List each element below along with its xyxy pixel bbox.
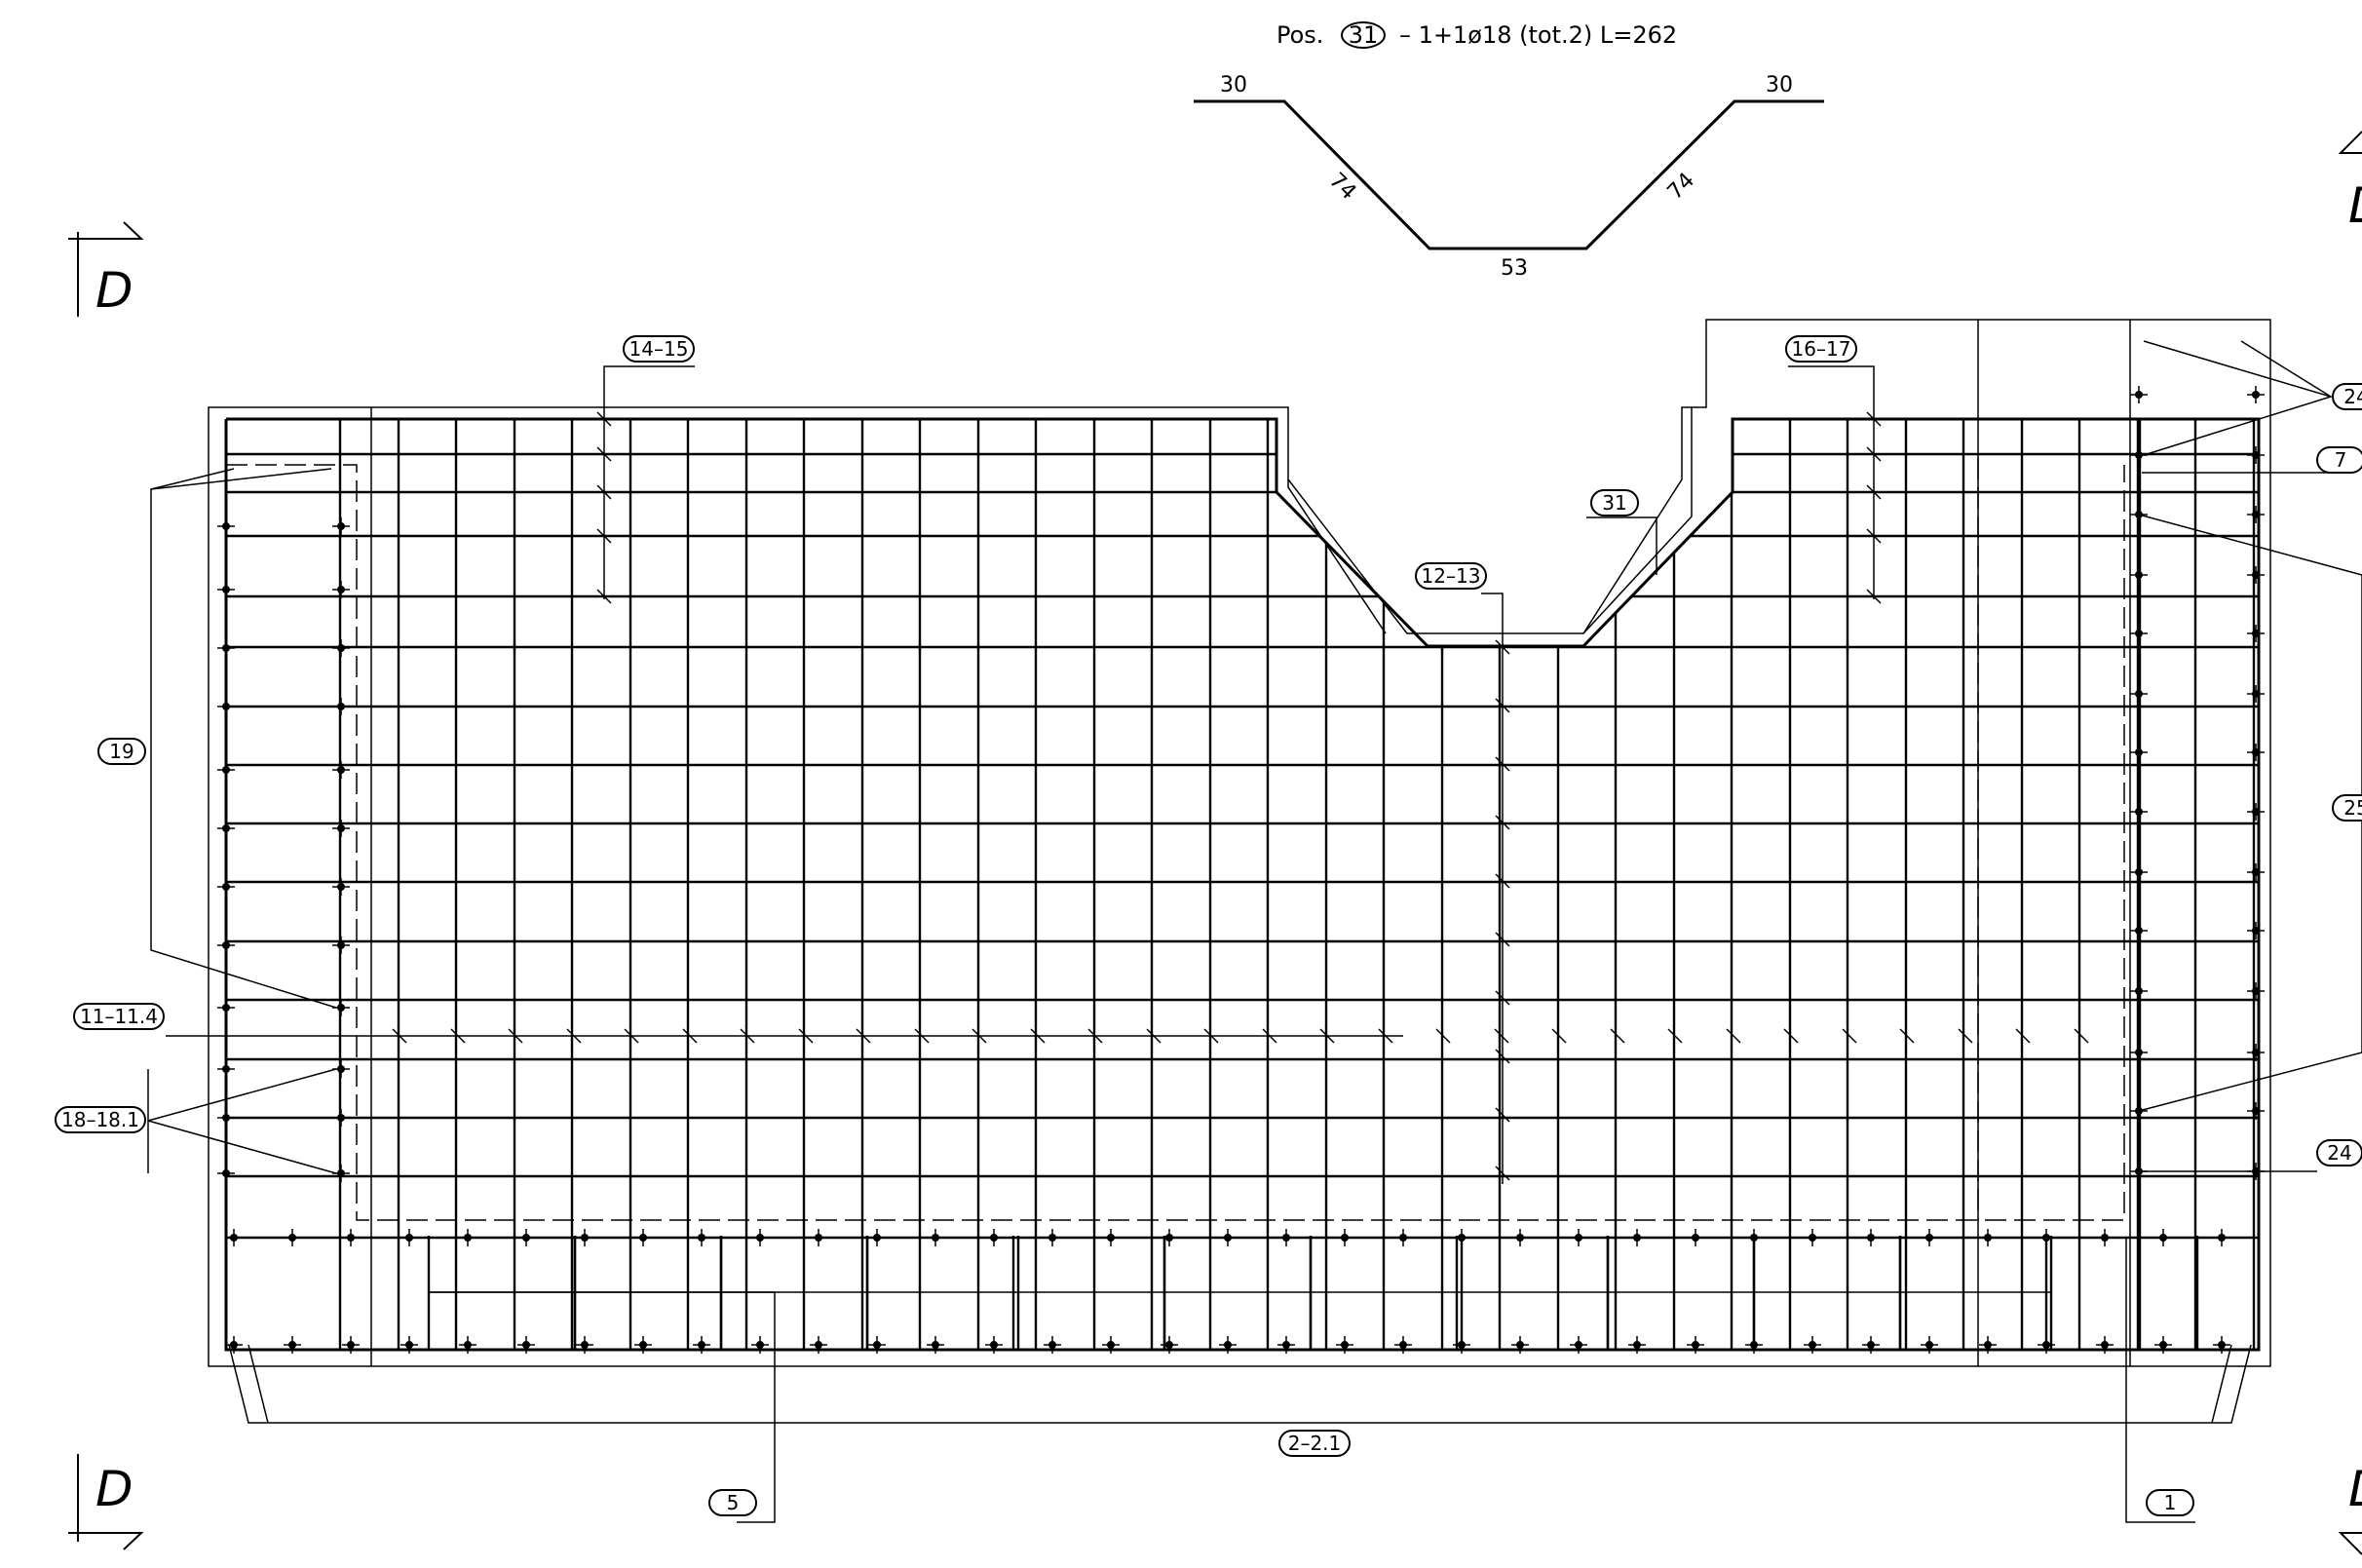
tag-14-15: 14–15 — [629, 337, 689, 361]
callout-24-bottom: 24 — [2316, 1139, 2362, 1166]
tick-11-1779 — [1726, 1028, 1741, 1044]
shape-right-top-dim: 30 — [1766, 73, 1793, 97]
rebar-dots — [217, 386, 2265, 1354]
main-bar-outline — [224, 417, 2261, 1352]
tag-7: 7 — [2335, 448, 2347, 472]
header-mark-bubble — [1341, 21, 1386, 49]
tick-11-1481 — [1435, 1028, 1451, 1044]
section-marker-top-right: D — [2338, 131, 2362, 234]
tag-16-17: 16–17 — [1792, 337, 1851, 361]
tick-11-2076 — [2015, 1028, 2031, 1044]
section-marker-top-left: D — [68, 221, 144, 319]
callout-12-13: 12–13 — [1415, 562, 1487, 590]
callout-16-17: 16–17 — [1785, 335, 1857, 363]
callout-31: 31 — [1590, 489, 1639, 516]
tick-11-2017 — [1958, 1028, 1973, 1044]
section-label-bottom-left: D — [95, 1461, 133, 1517]
tag-25: 25 — [2343, 796, 2362, 820]
tag-12-13: 12–13 — [1422, 564, 1481, 588]
section-label-top-right: D — [2348, 177, 2362, 234]
header-suffix: – 1+1ø18 (tot.2) L=262 — [1399, 21, 1677, 49]
tick-11-1957 — [1899, 1028, 1915, 1044]
position-header: Pos. 31 – 1+1ø18 (tot.2) L=262 — [1276, 21, 1677, 49]
tick-11-1719 — [1667, 1028, 1683, 1044]
tag-2-2-1: 2–2.1 — [1288, 1432, 1342, 1455]
bent-bar-outline — [1194, 99, 1824, 250]
rebar-grid — [224, 417, 2261, 1352]
section-label-bottom-right: D — [2348, 1461, 2362, 1517]
tag-1: 1 — [2164, 1491, 2177, 1514]
callout-14-15: 14–15 — [623, 335, 695, 363]
shape-bottom-dim: 53 — [1501, 256, 1528, 281]
tick-11-1660 — [1610, 1028, 1625, 1044]
callout-1: 1 — [2146, 1489, 2194, 1516]
tag-5: 5 — [727, 1491, 740, 1514]
tag-24-bottom: 24 — [2327, 1141, 2351, 1165]
tag-19: 19 — [109, 740, 133, 763]
tick-11-1838 — [1783, 1028, 1799, 1044]
tick-11-1600 — [1551, 1028, 1567, 1044]
callout-19: 19 — [97, 738, 146, 765]
callout-11-11-4: 11–11.4 — [73, 1003, 165, 1030]
tag-24-top: 24 — [2343, 385, 2362, 408]
concrete-outline — [208, 319, 2271, 1367]
stirrup-dashed — [226, 458, 2125, 1221]
shape-right-slope-dim: 74 — [1663, 169, 1699, 205]
tag-18-18-1: 18–18.1 — [61, 1108, 139, 1131]
shape-left-top-dim: 30 — [1220, 73, 1247, 97]
callout-18-18-1: 18–18.1 — [55, 1106, 146, 1133]
callout-2-2-1: 2–2.1 — [1278, 1430, 1351, 1457]
callout-7: 7 — [2316, 446, 2362, 474]
header-mark: 31 — [1349, 21, 1379, 49]
callout-25: 25 — [2332, 794, 2362, 822]
section-label-top-left: D — [95, 262, 133, 319]
section-marker-bottom-right: D — [2338, 1461, 2362, 1555]
bent-bar-shape: 30 30 74 74 53 — [1194, 73, 1824, 281]
section-marker-bottom-left: D — [68, 1454, 144, 1550]
rebar-ticks — [392, 411, 2089, 1181]
tick-11-1541 — [1494, 1028, 1509, 1044]
tick-11-2136 — [2074, 1028, 2089, 1044]
callout-5: 5 — [708, 1489, 757, 1516]
tag-11-11-4: 11–11.4 — [80, 1005, 158, 1028]
tag-31: 31 — [1602, 491, 1626, 515]
callout-24-top: 24 — [2332, 383, 2362, 410]
tick-11-1898 — [1842, 1028, 1857, 1044]
header-prefix: Pos. — [1276, 21, 1323, 49]
leaders — [147, 340, 2362, 1523]
section-markers: D D D D — [68, 131, 2362, 1555]
